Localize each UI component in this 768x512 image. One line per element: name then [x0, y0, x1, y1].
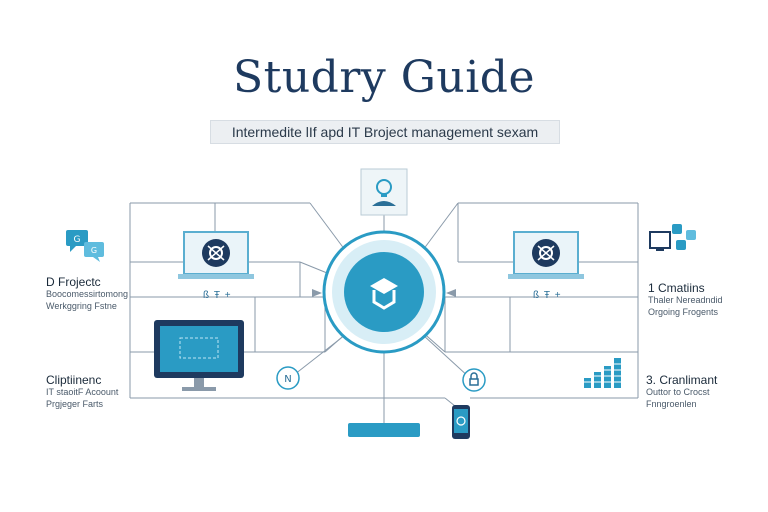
label-left-bottom: Cliptiinenc IT staoitF Acoount Prgjeger … — [46, 374, 118, 410]
label-right-bottom-title: 3. Cranlimant — [646, 373, 718, 387]
page-title: Studry Guide — [233, 52, 535, 103]
label-right-bottom: 3. Cranlimant Outtor to Crocst Fnngroenl… — [646, 374, 717, 410]
label-left-top-line2: Werkggring Fstne — [46, 301, 117, 311]
base-platform — [348, 423, 420, 437]
label-left-bottom-line2: Prgjeger Farts — [46, 399, 104, 409]
chat-bubbles-icon: G G — [66, 228, 106, 262]
laptop-right-caption: ß Ŧ + — [533, 290, 562, 301]
label-left-top-line1: Boocomessirtomong — [46, 289, 129, 299]
page-subtitle: Intermedite lIf apd IT Broject managemen… — [210, 120, 560, 144]
label-right-top-line2: Orgoing Frogents — [648, 307, 719, 317]
hub-graduation-cap-icon — [322, 230, 446, 354]
laptop-right-icon — [508, 230, 584, 284]
label-left-bottom-title: Cliptiinenc — [46, 373, 102, 387]
monitor-icon — [152, 318, 246, 396]
lock-icon — [462, 368, 486, 392]
bar-chart-icon — [582, 354, 626, 390]
label-right-top-title: 1 Cmatiins — [648, 281, 705, 295]
label-left-top: D Frojectc Boocomessirtomong Werkggring … — [46, 276, 128, 312]
document-icon: N — [276, 366, 300, 390]
label-right-bottom-line2: Fnngroenlen — [646, 399, 697, 409]
svg-text:N: N — [284, 374, 291, 385]
laptop-left-icon — [178, 230, 254, 284]
phone-icon — [451, 404, 471, 440]
label-right-bottom-line1: Outtor to Crocst — [646, 387, 710, 397]
svg-text:G: G — [74, 235, 81, 245]
label-left-top-title: D Frojectc — [46, 275, 101, 289]
laptop-left-caption: ß Ŧ + — [203, 290, 232, 301]
lightbulb-icon — [360, 168, 408, 216]
label-right-top-line1: Thaler Nereadndid — [648, 295, 723, 305]
devices-icon — [648, 222, 702, 258]
svg-text:G: G — [91, 246, 97, 255]
label-right-top: 1 Cmatiins Thaler Nereadndid Orgoing Fro… — [648, 282, 723, 318]
label-left-bottom-line1: IT staoitF Acoount — [46, 387, 119, 397]
